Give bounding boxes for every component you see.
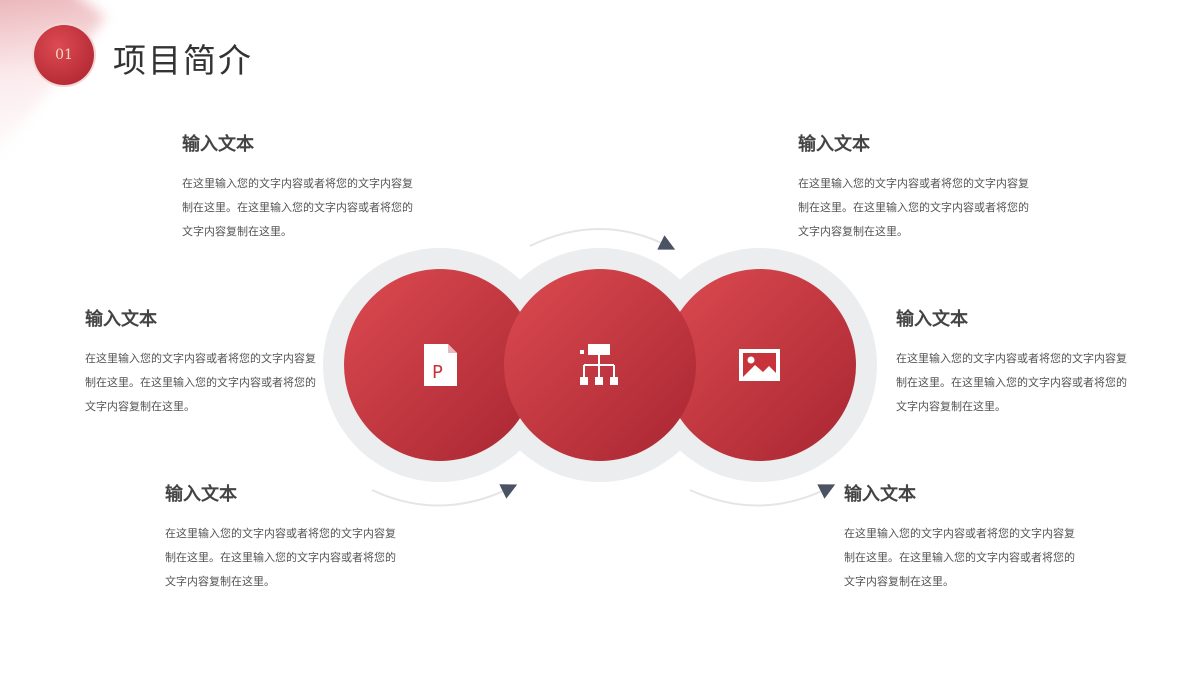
block-body: 在这里输入您的文字内容或者将您的文字内容复制在这里。在这里输入您的文字内容或者将… (85, 352, 316, 413)
presentation-file-icon: P (424, 344, 457, 386)
text-block-bottom-right: 输入文本 在这里输入您的文字内容或者将您的文字内容复制在这里。在这里输入您的文字… (844, 480, 1079, 594)
block-body: 在这里输入您的文字内容或者将您的文字内容复制在这里。在这里输入您的文字内容或者将… (844, 527, 1075, 588)
block-heading: 输入文本 (896, 309, 968, 330)
section-number-badge: 01 (34, 25, 94, 85)
image-icon (739, 349, 780, 381)
block-heading: 输入文本 (165, 484, 237, 505)
block-body: 在这里输入您的文字内容或者将您的文字内容复制在这里。在这里输入您的文字内容或者将… (896, 352, 1127, 413)
text-block-middle-right: 输入文本 在这里输入您的文字内容或者将您的文字内容复制在这里。在这里输入您的文字… (896, 305, 1131, 419)
block-body: 在这里输入您的文字内容或者将您的文字内容复制在这里。在这里输入您的文字内容或者将… (798, 177, 1029, 238)
block-body: 在这里输入您的文字内容或者将您的文字内容复制在这里。在这里输入您的文字内容或者将… (165, 527, 396, 588)
block-body: 在这里输入您的文字内容或者将您的文字内容复制在这里。在这里输入您的文字内容或者将… (182, 177, 413, 238)
text-block-middle-left: 输入文本 在这里输入您的文字内容或者将您的文字内容复制在这里。在这里输入您的文字… (85, 305, 320, 419)
svg-text:P: P (432, 362, 443, 383)
arc-arrow-bottom-left (371, 484, 518, 507)
arc-arrow-bottom-right (689, 484, 836, 507)
section-number: 01 (55, 47, 73, 63)
text-block-top-right: 输入文本 在这里输入您的文字内容或者将您的文字内容复制在这里。在这里输入您的文字… (798, 130, 1033, 244)
block-heading: 输入文本 (798, 134, 870, 155)
block-heading: 输入文本 (844, 484, 916, 505)
org-chart-icon (580, 344, 618, 385)
arc-arrow-top (529, 228, 676, 250)
block-heading: 输入文本 (85, 309, 157, 330)
block-heading: 输入文本 (182, 134, 254, 155)
text-block-bottom-left: 输入文本 在这里输入您的文字内容或者将您的文字内容复制在这里。在这里输入您的文字… (165, 480, 400, 594)
page-title: 项目简介 (113, 41, 253, 80)
text-block-top-left: 输入文本 在这里输入您的文字内容或者将您的文字内容复制在这里。在这里输入您的文字… (182, 130, 417, 244)
